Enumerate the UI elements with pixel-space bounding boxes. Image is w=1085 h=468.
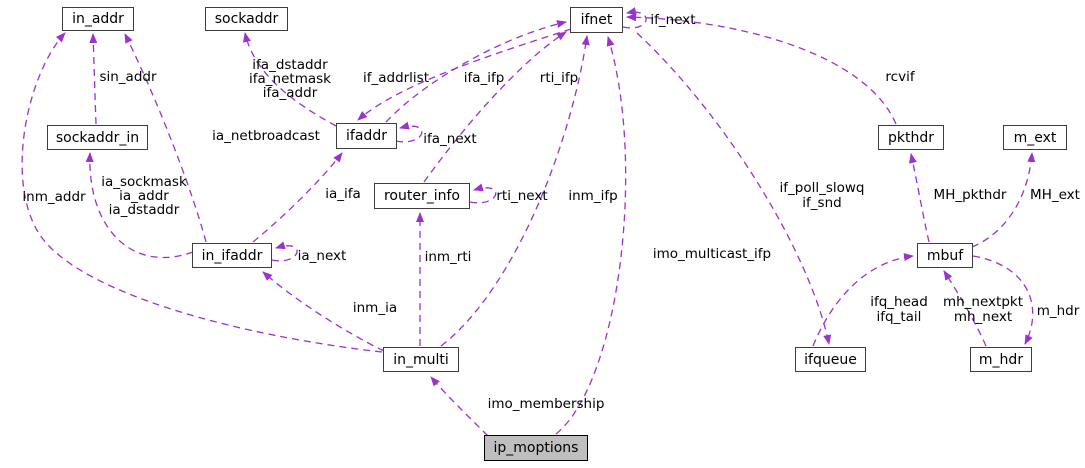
edge-ifnet-ifqueue: [636, 32, 832, 345]
edge-label-rti_ifp: rti_ifp: [540, 70, 578, 86]
edge-inmulti-ifnet: [440, 35, 590, 347]
edge-label-MH_ext: MH_ext: [1030, 187, 1080, 203]
edge-ipmoptions-ifnet: [555, 36, 627, 435]
edge-label-m_hdr: m_hdr: [1037, 303, 1080, 319]
node-in_ifaddr[interactable]: in_ifaddr: [192, 243, 272, 268]
edge-ifnet-self-loop: [622, 7, 647, 29]
edge-label-ifa_netmask: ifa_netmask: [249, 71, 331, 87]
edge-label-sin_addr: sin_addr: [99, 69, 157, 85]
node-ifaddr[interactable]: ifaddr: [336, 123, 397, 149]
edge-label-rti_next: rti_next: [496, 188, 547, 204]
edge-label-ia_ifa: ia_ifa: [325, 186, 361, 202]
edge-routerinfo-ifnet: [423, 31, 567, 183]
node-m_ext[interactable]: m_ext: [1003, 125, 1067, 150]
node-ifnet[interactable]: ifnet: [570, 7, 623, 33]
edge-mhdr-mbuf: [943, 270, 987, 347]
node-router_info[interactable]: router_info: [374, 183, 470, 209]
edge-label-rcvif: rcvif: [885, 69, 915, 85]
edge-label-mh_nextpkt: mh_nextpkt: [943, 294, 1023, 310]
edge-label-inm_ia: inm_ia: [353, 300, 397, 316]
edge-label-ia_sockmask: ia_sockmask: [101, 174, 187, 190]
edge-routerinfo-self-loop: [469, 183, 497, 204]
edge-ifaddr-self-loop: [395, 121, 423, 143]
edge-label-ifa_ifp: ifa_ifp: [464, 70, 505, 86]
edge-label-ia_dstaddr: ia_dstaddr: [109, 202, 180, 218]
edge-label-inm_rti: inm_rti: [425, 249, 472, 265]
edge-label-ifq_tail: ifq_tail: [877, 309, 922, 325]
edge-label-inm_addr: inm_addr: [22, 189, 86, 205]
edge-inifaddr-inaddr: [124, 33, 207, 243]
edge-label-if_poll_slowq: if_poll_slowq: [780, 180, 865, 196]
node-mbuf[interactable]: mbuf: [917, 243, 973, 268]
edge-ifaddr-sockaddr: [243, 32, 337, 127]
edge-label-ifq_head: ifq_head: [870, 294, 928, 310]
edge-label-if_snd: if_snd: [802, 195, 841, 211]
edge-label-ifa_addr: ifa_addr: [263, 85, 318, 101]
node-in_addr[interactable]: in_addr: [62, 7, 134, 31]
edge-inifaddr-sockaddrin: [85, 152, 194, 259]
edge-mbuf-mext: [971, 152, 1036, 248]
edge-label-inm_ifp: inm_ifp: [568, 188, 617, 204]
edge-label-ifa_next: ifa_next: [423, 131, 476, 147]
edge-label-ia_netbroadcast: ia_netbroadcast: [212, 128, 320, 144]
edge-label-ifa_dstaddr: ifa_dstaddr: [252, 57, 328, 73]
edge-label-ia_addr: ia_addr: [119, 188, 169, 204]
node-ip_moptions: ip_moptions: [484, 435, 588, 461]
node-sockaddr[interactable]: sockaddr: [205, 7, 288, 31]
node-m_hdr[interactable]: m_hdr: [970, 347, 1032, 372]
edge-inmulti-inifaddr: [262, 271, 385, 352]
edge-label-if_next: if_next: [650, 12, 695, 28]
edge-ifqueue-mbuf: [812, 253, 914, 347]
node-pkthdr[interactable]: pkthdr: [878, 125, 944, 150]
edge-ipmoptions-inmulti: [430, 376, 489, 437]
edge-mbuf-pkthdr: [909, 153, 930, 243]
node-sockaddr_in[interactable]: sockaddr_in: [47, 125, 148, 150]
edge-label-imo_membership: imo_membership: [488, 396, 605, 412]
edge-label-imo_multicast_ifp: imo_multicast_ifp: [653, 246, 771, 262]
edge-label-ia_next: ia_next: [298, 248, 347, 264]
edge-label-if_addrlist: if_addrlist: [363, 70, 429, 86]
edge-pkthdr-ifnet: [626, 13, 897, 125]
edge-ifaddr-ifnet: [385, 20, 567, 123]
node-in_multi[interactable]: in_multi: [383, 347, 459, 372]
edge-inifaddr-self-loop: [271, 241, 298, 262]
edge-mbuf-mhdr: [972, 255, 1034, 345]
edge-sockaddrin-inaddr: [89, 33, 98, 125]
node-ifqueue[interactable]: ifqueue: [795, 347, 866, 372]
edge-inifaddr-ifaddr: [252, 152, 343, 243]
edge-inmulti-inaddr: [21, 32, 383, 353]
edge-label-MH_pkthdr: MH_pkthdr: [934, 187, 1007, 203]
edge-label-mh_next: mh_next: [954, 309, 1012, 325]
